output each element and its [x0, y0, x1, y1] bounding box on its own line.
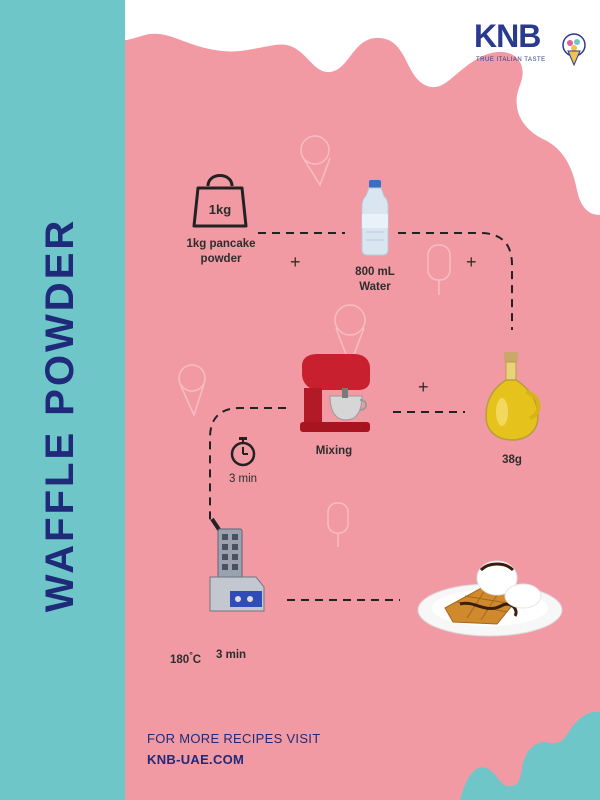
- popsicle-doodle-icon: [427, 244, 451, 295]
- cooking-time: 3 min: [216, 649, 247, 661]
- degree-symbol: °: [189, 650, 193, 660]
- oil-caption: 38g: [502, 454, 522, 466]
- waffle-dessert-plate-icon: [417, 560, 563, 637]
- cooking-temperature: 180°C: [170, 648, 210, 668]
- popsicle-doodle-2-icon: [327, 502, 349, 547]
- left-teal-band: [0, 0, 125, 800]
- poster-title: WAFFLE POWDER: [38, 217, 82, 613]
- plus-sign-3: +: [418, 377, 429, 397]
- water-caption: Water: [359, 281, 391, 293]
- plus-sign-2: +: [466, 252, 477, 272]
- bottom-teal-drip: [460, 711, 600, 800]
- water-bottle-icon: [361, 180, 389, 256]
- temperature-unit: C: [192, 653, 202, 666]
- water-amount-caption: 800 mL: [355, 266, 395, 278]
- ice-cream-doodle-icon: [300, 135, 331, 187]
- powder-caption: 1kg pancake powder: [186, 238, 256, 265]
- ice-cream-cone-logo-icon: [562, 33, 586, 67]
- oil-bottle-icon: [485, 352, 541, 441]
- brand-name: KNB: [474, 18, 541, 54]
- brand-logo: KNB TRUE ITALIAN TASTE: [474, 18, 589, 68]
- mixing-caption: Mixing: [315, 445, 353, 457]
- top-drip-shape: [125, 0, 600, 215]
- plus-sign-1: +: [290, 252, 301, 272]
- bag-weight-label: 1kg: [208, 202, 232, 217]
- website-link[interactable]: KNB-UAE.COM: [147, 752, 245, 767]
- temperature-value: 180: [170, 653, 190, 666]
- brand-tagline: TRUE ITALIAN TASTE: [476, 57, 546, 63]
- stopwatch-icon: [230, 437, 256, 467]
- waffle-iron-icon: [209, 517, 265, 612]
- ice-cream-doodle-2-icon: [178, 364, 206, 418]
- mixing-time-caption: 3 min: [228, 473, 258, 485]
- shopping-bag-icon: [192, 174, 248, 228]
- stand-mixer-icon: [300, 354, 370, 432]
- footer-cta-text: FOR MORE RECIPES VISIT: [147, 731, 321, 746]
